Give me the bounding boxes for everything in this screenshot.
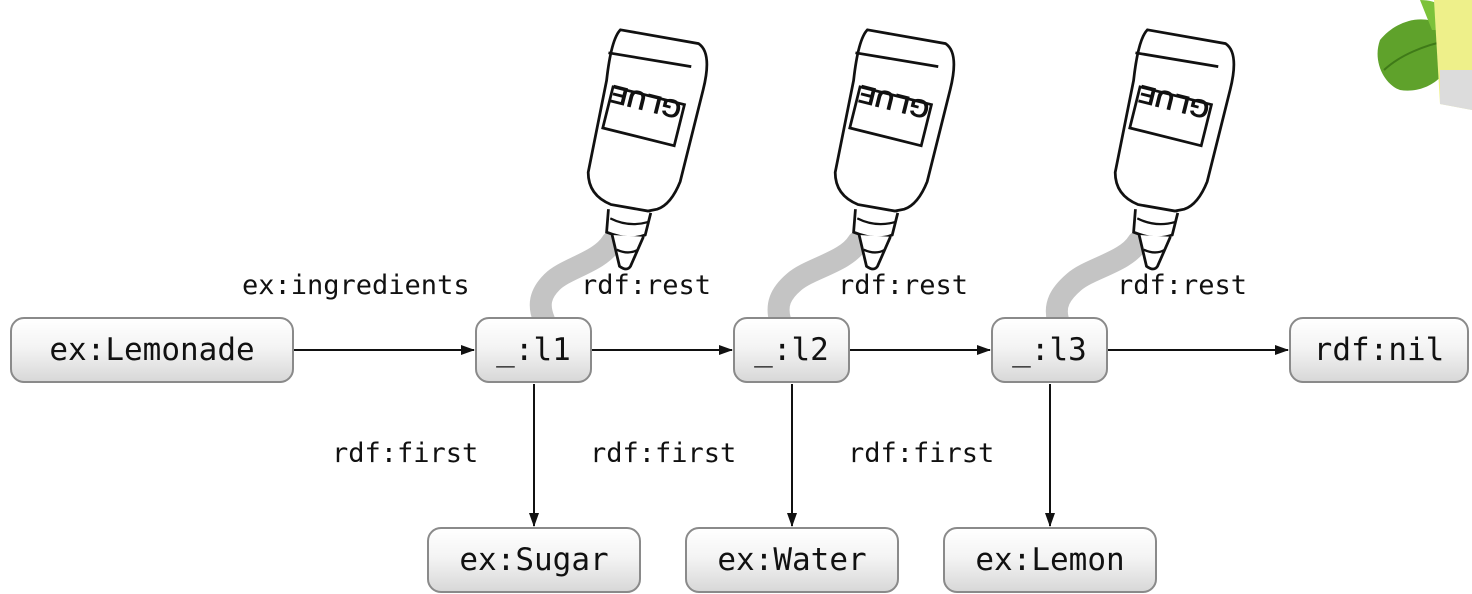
glue-bottle-icon [833,28,956,271]
node-nil: rdf:nil [1289,317,1469,383]
glue-drip-2 [767,231,869,331]
glue-drip-1 [529,231,623,331]
glue-bottle-icon [586,28,709,271]
node-water: ex:Water [685,527,899,593]
edge-label-first-1: rdf:first [332,438,479,469]
edge-label-rest-1: rdf:rest [581,270,712,301]
edge-label-ingredients: ex:ingredients [242,270,470,301]
edge-label-first-3: rdf:first [848,438,995,469]
glue-bottle-icon [1113,28,1236,271]
node-lemon: ex:Lemon [943,527,1157,593]
edge-label-first-2: rdf:first [590,438,737,469]
node-l2: _:l2 [733,317,850,383]
glue-drip-3 [1045,231,1149,331]
node-l3: _:l3 [991,317,1108,383]
node-l1: _:l1 [475,317,592,383]
node-sugar: ex:Sugar [427,527,641,593]
node-lemonade: ex:Lemonade [10,317,294,383]
edge-label-rest-3: rdf:rest [1117,270,1248,301]
edge-label-rest-2: rdf:rest [838,270,969,301]
lemon-leaf-icon [1377,0,1472,110]
